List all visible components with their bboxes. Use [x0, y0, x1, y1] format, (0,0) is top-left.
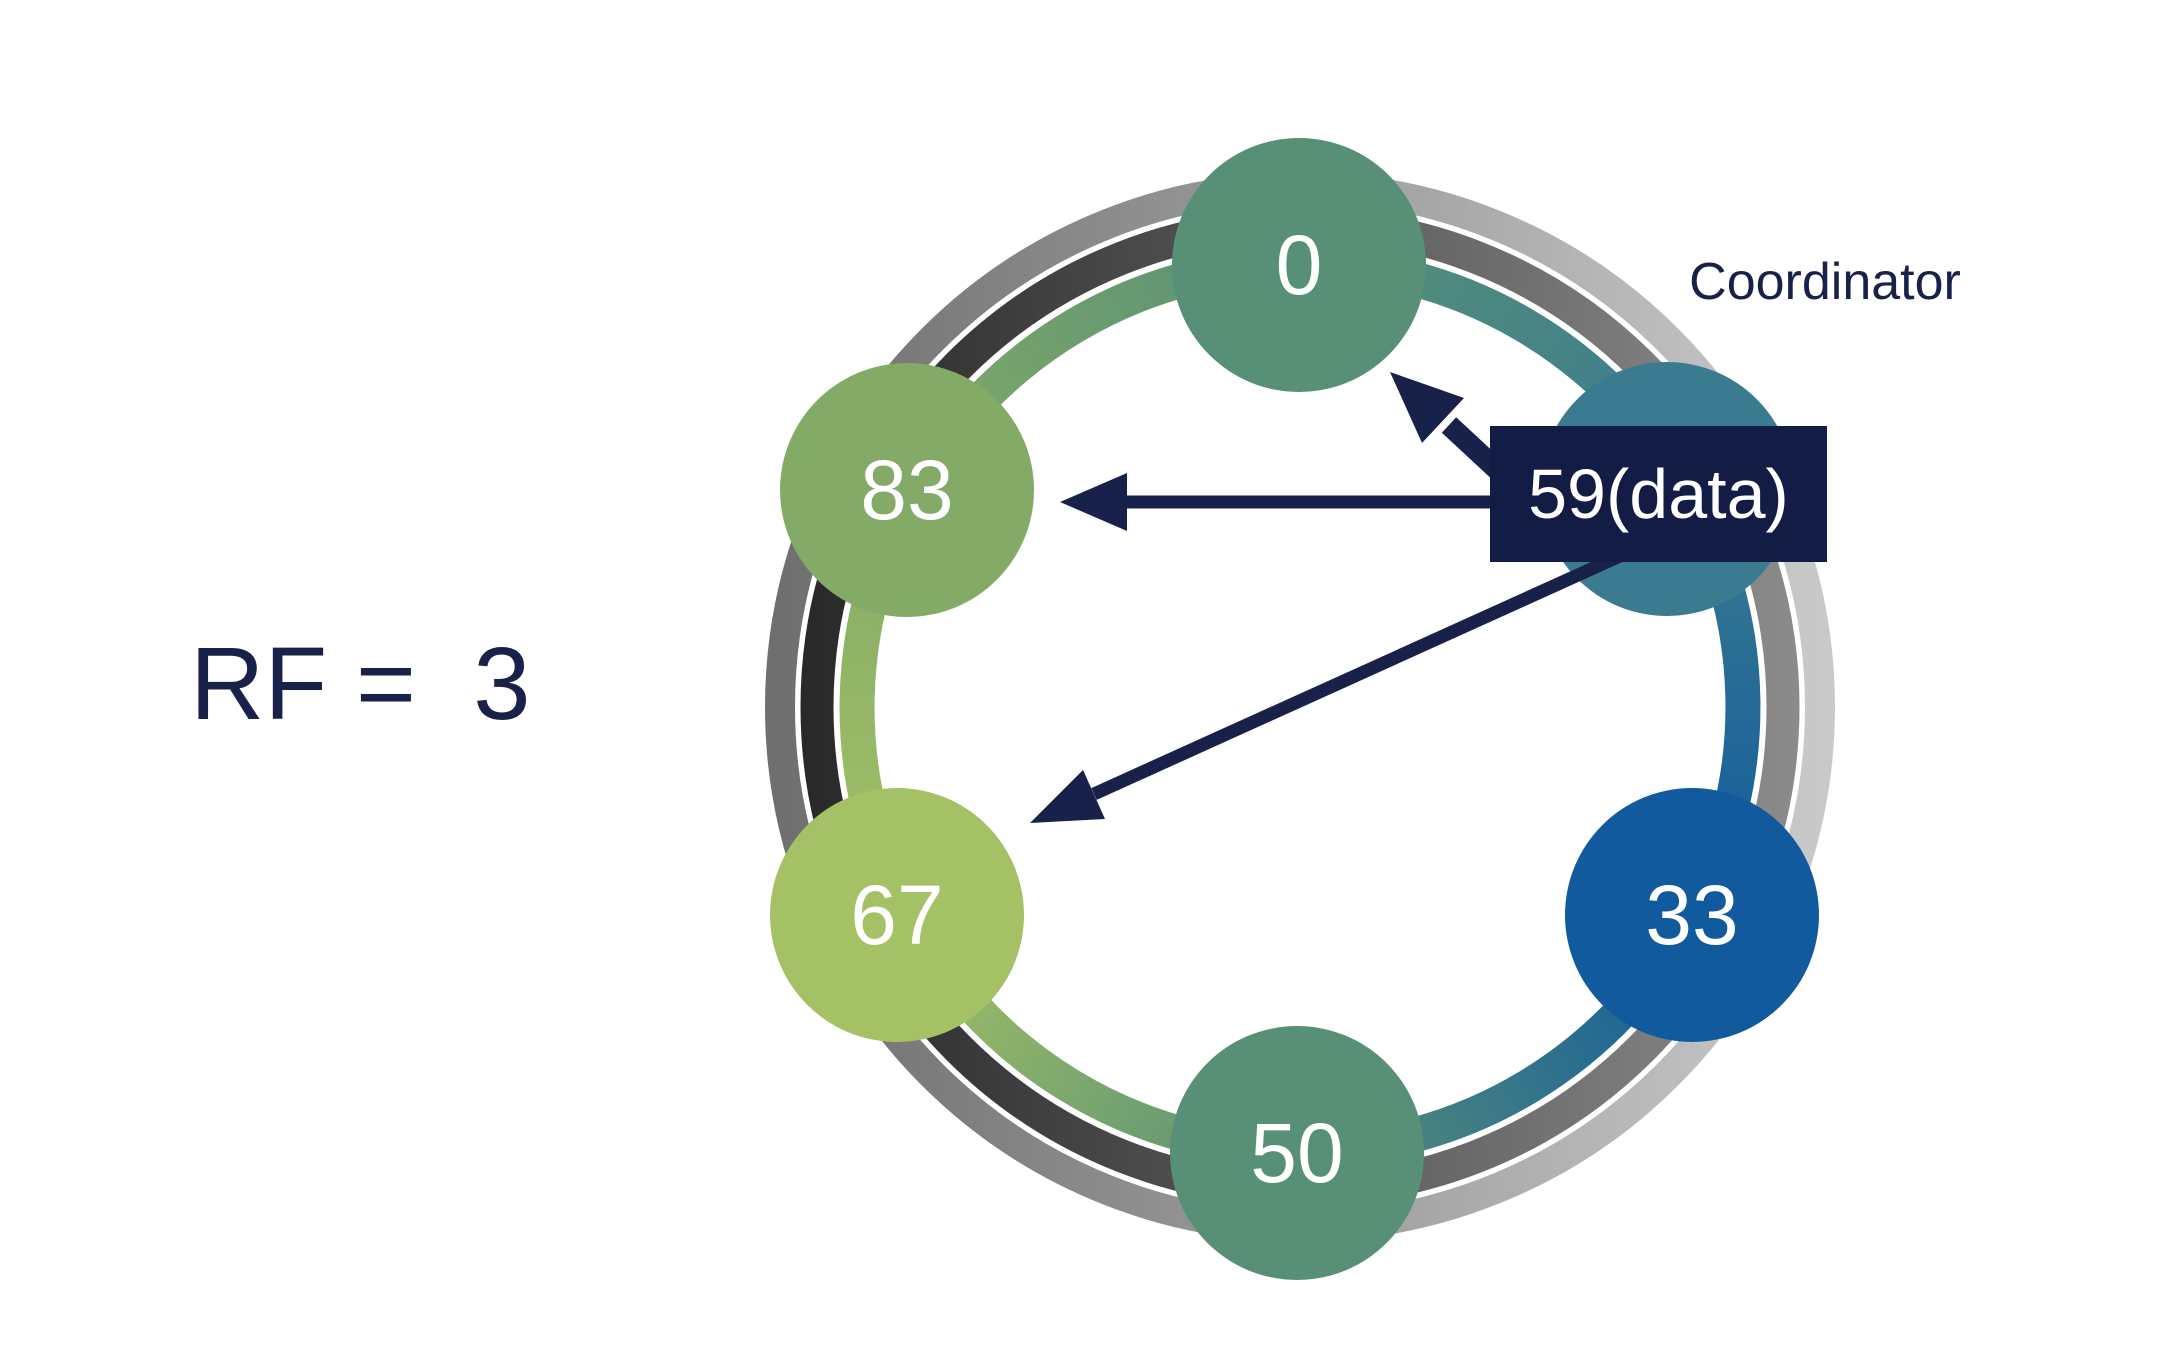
arrow-to-node-0 [1390, 372, 1513, 485]
node-67: 67 [770, 788, 1024, 1042]
node-33-label: 33 [1645, 868, 1739, 962]
coordinator-caption: Coordinator [1689, 253, 1961, 311]
arrow-to-node-67 [1030, 550, 1623, 823]
node-50: 50 [1170, 1026, 1424, 1280]
arrow-to-node-83 [1060, 473, 1560, 531]
node-83-label: 83 [860, 443, 954, 537]
node-67-label: 67 [850, 868, 944, 962]
data-packet-box: 59(data) [1490, 426, 1827, 562]
replication-factor-label: RF = 3 [190, 626, 531, 741]
node-33: 33 [1565, 788, 1819, 1042]
node-0-label: 0 [1275, 218, 1323, 312]
node-50-label: 50 [1250, 1106, 1344, 1200]
data-packet-label: 59(data) [1528, 455, 1789, 533]
node-0: 0 [1172, 138, 1426, 392]
node-83: 83 [780, 363, 1034, 617]
